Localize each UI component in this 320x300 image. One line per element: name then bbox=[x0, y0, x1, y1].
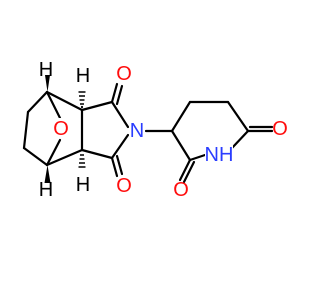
atom-h-top-left: H bbox=[39, 59, 53, 81]
bond-ch2-ch2 bbox=[22, 110, 30, 150]
stereo-hydrogens bbox=[44, 75, 86, 183]
hash-bond-h3 bbox=[78, 154, 86, 168]
double-bond-glut-bottom-a bbox=[178, 158, 192, 182]
imide-ring bbox=[80, 82, 130, 178]
bond-nh-c2g bbox=[188, 153, 207, 162]
atom-h-bottom-left: H bbox=[39, 179, 53, 201]
bond-carbonyl-bottom-n bbox=[110, 133, 130, 160]
atom-h-bottom-right: H bbox=[76, 174, 90, 196]
double-bond-top-a bbox=[110, 82, 119, 104]
glutarimide-ring bbox=[144, 100, 274, 184]
bond-c2-c-carbonyl-top bbox=[80, 100, 114, 112]
bond-c5-c4 bbox=[45, 148, 84, 167]
atom-o-bridge: O bbox=[53, 118, 69, 140]
atom-nh-glut: NH bbox=[205, 144, 234, 166]
structure-svg: H H H H O O O N O O NH bbox=[22, 59, 288, 201]
bond-ch2-c5 bbox=[22, 146, 49, 167]
atom-o-imide-bottom: O bbox=[116, 175, 132, 197]
bond-carbonyl-top-n bbox=[110, 100, 130, 129]
wedge-bond-h1 bbox=[45, 75, 50, 92]
bond-c1-o bbox=[45, 90, 62, 120]
bicyclic-skeleton bbox=[22, 90, 84, 167]
atom-h-top-right: H bbox=[76, 65, 90, 87]
bond-c5-o bbox=[45, 138, 62, 167]
atom-o-glut-right: O bbox=[272, 118, 288, 140]
double-bond-bottom-b bbox=[115, 154, 124, 176]
atom-n-imide: N bbox=[130, 120, 144, 142]
bond-c2g-c3 bbox=[170, 129, 192, 162]
hash-bond-h2 bbox=[78, 91, 86, 109]
atom-labels: H H H H O O O N O O NH bbox=[39, 59, 288, 201]
double-bond-bottom-a bbox=[110, 156, 119, 178]
bond-c1-c2 bbox=[45, 90, 84, 112]
bond-c1-ch2 bbox=[26, 90, 49, 114]
atom-o-glut-bottom: O bbox=[173, 179, 189, 201]
bond-c6g-nh bbox=[230, 129, 250, 150]
double-bond-glut-bottom-b bbox=[182, 160, 196, 184]
molecule-diagram: H H H H O O O N O O NH bbox=[22, 59, 288, 201]
bond-c5g-c6g bbox=[226, 100, 250, 133]
bond-c3-c4g bbox=[170, 100, 192, 133]
bond-c4-c-carbonyl-bottom bbox=[80, 148, 114, 160]
double-bond-top-b bbox=[115, 84, 124, 106]
atom-o-imide-top: O bbox=[116, 63, 132, 85]
wedge-bond-h4 bbox=[44, 165, 51, 183]
